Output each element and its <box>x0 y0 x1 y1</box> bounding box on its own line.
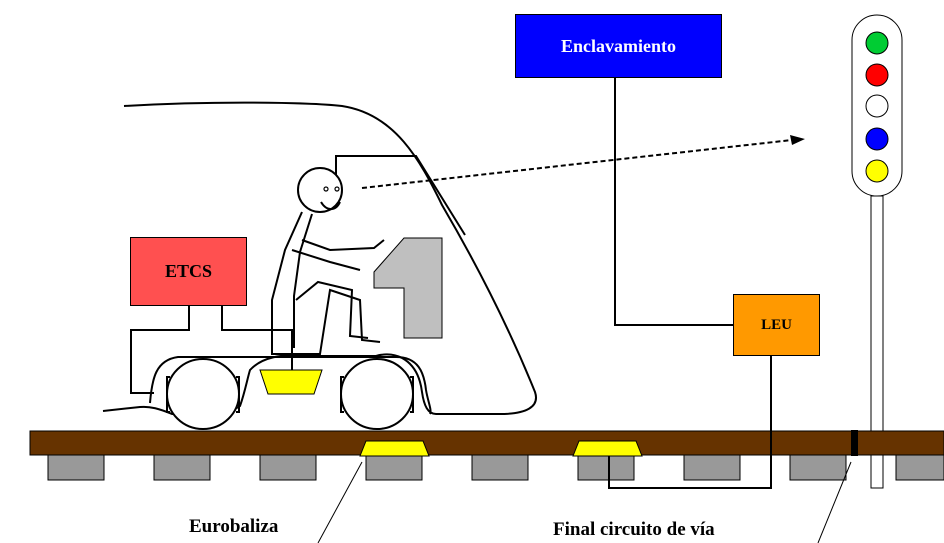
eurobalise-track <box>359 440 430 457</box>
etcs-box: ETCS <box>130 237 247 306</box>
wheel-left <box>166 358 240 430</box>
etcs-cable-right <box>221 306 293 370</box>
interlocking-label: Enclavamiento <box>561 35 676 56</box>
leu-label: LEU <box>761 316 792 333</box>
eurobalise-label: Eurobaliza <box>189 516 279 537</box>
etcs-label: ETCS <box>164 261 213 281</box>
signal-lamp-blue <box>865 127 889 151</box>
etcs-cable-left <box>130 306 190 394</box>
leu-box: LEU <box>733 294 820 356</box>
sleeper <box>895 453 944 481</box>
sleeper <box>577 453 635 481</box>
sleeper <box>153 453 211 481</box>
rail <box>29 430 944 456</box>
sleeper <box>365 453 423 481</box>
sleeper <box>47 453 105 481</box>
eurobalise-pointer <box>317 461 363 543</box>
onboard-antenna <box>259 369 323 395</box>
cab-number-1 <box>373 237 443 339</box>
interlocking-box: Enclavamiento <box>515 14 722 78</box>
line-of-sight-arrowhead <box>790 135 805 145</box>
sleeper <box>259 453 317 481</box>
sleeper <box>789 453 847 481</box>
sleepers <box>47 453 944 481</box>
interlocking-leu-line <box>614 78 733 326</box>
sleeper <box>683 453 741 481</box>
cab-window <box>335 155 466 236</box>
train-driver <box>271 167 385 355</box>
signal-lamp-white <box>865 94 889 118</box>
signal-lamp-yellow <box>865 159 889 183</box>
bogie-frame <box>149 356 432 415</box>
sleeper <box>471 453 529 481</box>
line-of-sight <box>361 139 793 189</box>
track-circuit-end-label: Final circuito de vía <box>553 519 715 540</box>
wheel-right <box>340 358 414 430</box>
signal-lamp-red <box>865 63 889 87</box>
track-circuit-joint <box>851 430 858 456</box>
track-circuit-pointer <box>817 461 852 543</box>
leu-balise-cable <box>608 356 772 489</box>
signal-lamp-green <box>865 31 889 55</box>
eurobalise-leu <box>572 440 643 457</box>
